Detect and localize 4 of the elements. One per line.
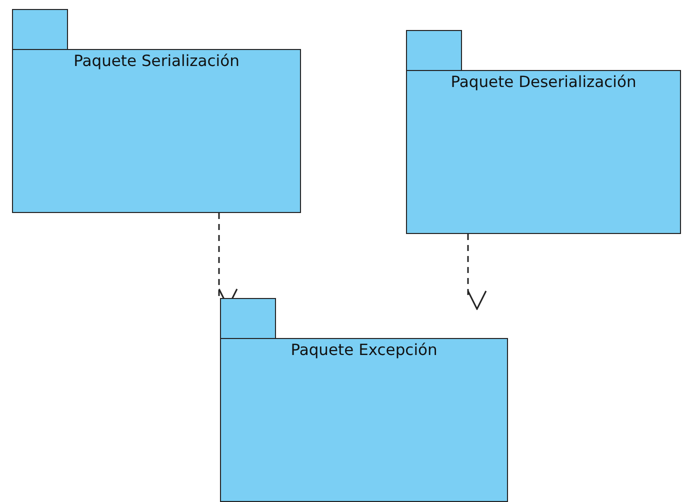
dependency-arrow [467,234,487,310]
package-name: Paquete Deserialización [450,73,638,91]
package-name: Paquete Serialización [72,52,240,70]
package-name: Paquete Excepción [290,341,438,359]
